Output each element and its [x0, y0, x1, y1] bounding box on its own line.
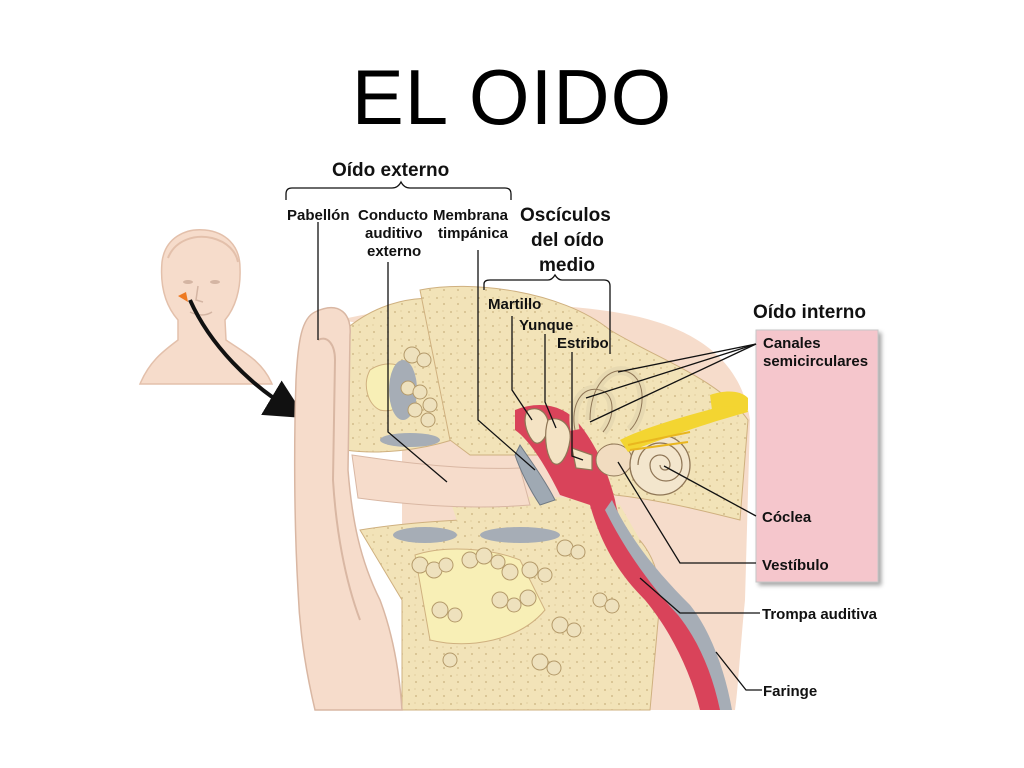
label-pinna: Pabellón [287, 207, 350, 224]
label-outer-ear: Oído externo [332, 160, 449, 181]
label-cochlea: Cóclea [762, 509, 812, 526]
pinna [293, 307, 403, 711]
label-canals-1: Canales [763, 335, 821, 352]
person-head-icon [138, 229, 274, 385]
ear-cross-section [340, 285, 750, 711]
label-canal-2: auditivo [365, 225, 423, 242]
curved-arrow-icon [188, 299, 306, 419]
label-eustachian: Trompa auditiva [762, 606, 878, 623]
label-canal-3: externo [367, 243, 421, 260]
label-ossicles-3: medio [539, 255, 595, 276]
label-ossicles-1: Oscículos [520, 205, 611, 226]
slide-title: EL OIDO [351, 53, 673, 141]
label-canals-2: semicirculares [763, 353, 868, 370]
label-membrane-1: Membrana [433, 207, 509, 224]
label-stapes: Estribo [557, 335, 609, 352]
label-malleus: Martillo [488, 296, 541, 313]
label-incus: Yunque [519, 317, 573, 334]
inner-ear-panel [755, 329, 879, 583]
leader-lines [285, 180, 762, 691]
label-membrane-2: timpánica [438, 225, 509, 242]
label-pharynx: Faringe [763, 683, 817, 700]
label-ossicles-2: del oído [531, 230, 604, 251]
label-vestibule: Vestíbulo [762, 557, 829, 574]
label-inner-ear: Oído interno [753, 302, 866, 323]
label-canal-1: Conducto [358, 207, 428, 224]
